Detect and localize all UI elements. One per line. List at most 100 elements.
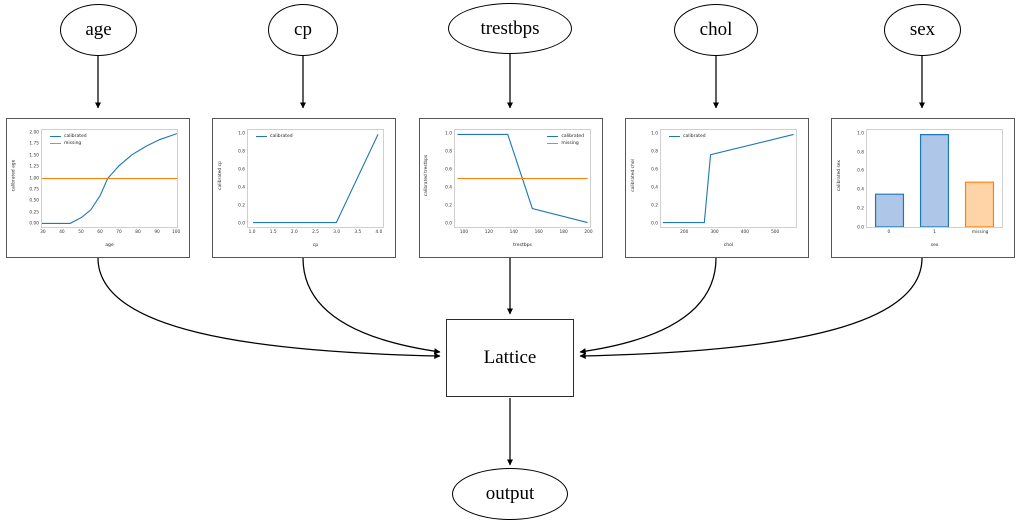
x-axis-label-age: age <box>105 243 114 248</box>
y-tick-label: 1.00 <box>29 176 39 181</box>
y-tick-label: 1.0 <box>445 131 452 136</box>
series-line-calibrated <box>253 134 378 222</box>
plot-area-sex <box>866 129 1003 228</box>
legend-entry-missing: missing <box>547 141 584 146</box>
node-age[interactable]: age <box>60 4 137 56</box>
series-line-calibrated <box>457 134 587 222</box>
node-trestbps-label: trestbps <box>480 17 540 39</box>
node-lattice[interactable]: Lattice <box>446 319 574 397</box>
y-tick-label: 1.0 <box>238 131 245 136</box>
node-sex[interactable]: sex <box>884 4 961 56</box>
y-tick-label: 0.75 <box>29 187 39 193</box>
node-chol[interactable]: chol <box>674 4 758 56</box>
bar-1 <box>921 135 949 227</box>
legend-swatch-calibrated <box>256 136 267 137</box>
legend-label: calibrated <box>64 134 87 139</box>
x-tick-label: 140 <box>509 230 518 235</box>
plot-area-age <box>41 129 178 228</box>
y-tick-label: 0.0 <box>445 221 452 226</box>
legend-entry-calibrated: calibrated <box>256 134 293 139</box>
x-tick-label: 70 <box>116 230 122 235</box>
x-tick-label: 1.0 <box>248 230 256 235</box>
x-axis-label-chol: chol <box>723 243 734 248</box>
edge-cp-chart-to-lattice <box>302 257 441 355</box>
y-tick-label: 0.8 <box>445 149 452 154</box>
legend-label: calibrated <box>561 134 584 139</box>
x-tick-label: 100 <box>459 230 469 235</box>
node-sex-label: sex <box>909 19 936 40</box>
legend-entry-missing: missing <box>50 141 87 146</box>
series-line-calibrated <box>663 134 794 222</box>
legend-label: missing <box>561 141 579 146</box>
legend-label: calibrated <box>270 134 293 139</box>
y-tick-label: 0.00 <box>29 221 39 227</box>
x-tick-label: 1.5 <box>269 230 277 235</box>
y-tick-label: 0.0 <box>238 221 245 226</box>
x-tick-label: 30 <box>40 230 46 235</box>
node-cp[interactable]: cp <box>268 4 338 56</box>
legend-chol: calibrated <box>666 132 709 141</box>
y-tick-label: 0.4 <box>651 185 658 190</box>
node-trestbps[interactable]: trestbps <box>448 3 572 54</box>
y-tick-label: 1.75 <box>29 141 39 147</box>
y-tick-label: 0.6 <box>445 167 452 172</box>
x-tick-label: 160 <box>534 230 543 235</box>
y-axis-label-cp: calibrated cp <box>217 161 223 190</box>
x-tick-label: 50 <box>78 230 84 235</box>
y-tick-label: 0.2 <box>651 203 658 208</box>
x-tick-label: 120 <box>484 230 493 235</box>
y-tick-label: 0.6 <box>651 167 658 172</box>
x-axis-label-trestbps: trestbps <box>513 243 532 248</box>
legend-swatch-calibrated <box>50 136 61 137</box>
y-axis-label-sex: calibrated sex <box>836 160 842 191</box>
x-tick-label: 200 <box>584 230 593 235</box>
y-tick-label: 1.50 <box>29 153 39 159</box>
legend-trestbps: calibrated missing <box>544 132 587 148</box>
legend-entry-calibrated: calibrated <box>547 134 584 139</box>
x-tick-label: 300 <box>710 230 719 235</box>
x-tick-label: 90 <box>154 230 160 235</box>
x-tick-label: 3.5 <box>354 230 362 235</box>
bar-0 <box>876 194 904 227</box>
legend-label: calibrated <box>683 134 706 139</box>
legend-swatch-calibrated <box>547 136 559 137</box>
x-tick-label: 100 <box>171 230 181 235</box>
y-tick-label: 0.2 <box>445 203 452 208</box>
y-tick-label: 0.50 <box>29 198 39 204</box>
node-age-label: age <box>85 19 112 40</box>
edge-sex-chart-to-lattice <box>579 257 923 360</box>
y-axis-label-chol: calibrated chol <box>630 159 636 192</box>
bar-missing <box>966 182 994 227</box>
node-output[interactable]: output <box>452 468 568 520</box>
x-tick-label: 40 <box>59 230 65 235</box>
legend-cp: calibrated <box>253 132 296 141</box>
y-tick-label: 0.8 <box>651 149 658 154</box>
y-tick-label: 1.0 <box>857 131 864 137</box>
x-tick-label: 500 <box>771 230 780 235</box>
y-tick-label: 0.0 <box>651 221 658 226</box>
x-tick-label: missing <box>971 230 989 235</box>
y-tick-label: 0.8 <box>238 149 245 154</box>
x-tick-label: 200 <box>680 230 689 235</box>
y-tick-label: 0.6 <box>238 167 245 172</box>
plot-area-cp <box>247 129 384 228</box>
node-cp-label: cp <box>294 19 312 40</box>
legend-entry-calibrated: calibrated <box>669 134 706 139</box>
x-tick-label: 60 <box>97 230 103 235</box>
y-tick-label: 0.4 <box>857 187 864 193</box>
y-tick-label: 0.8 <box>857 150 864 156</box>
edge-chol-chart-to-lattice <box>579 257 717 355</box>
y-tick-label: 0.6 <box>857 168 864 174</box>
x-tick-label: 0 <box>887 230 891 235</box>
x-tick-label: 80 <box>135 230 141 235</box>
y-tick-label: 0.2 <box>857 206 864 212</box>
y-tick-label: 0.0 <box>857 225 864 231</box>
legend-label: missing <box>64 141 82 146</box>
legend-swatch-calibrated <box>669 136 680 137</box>
legend-swatch-missing <box>50 143 61 144</box>
